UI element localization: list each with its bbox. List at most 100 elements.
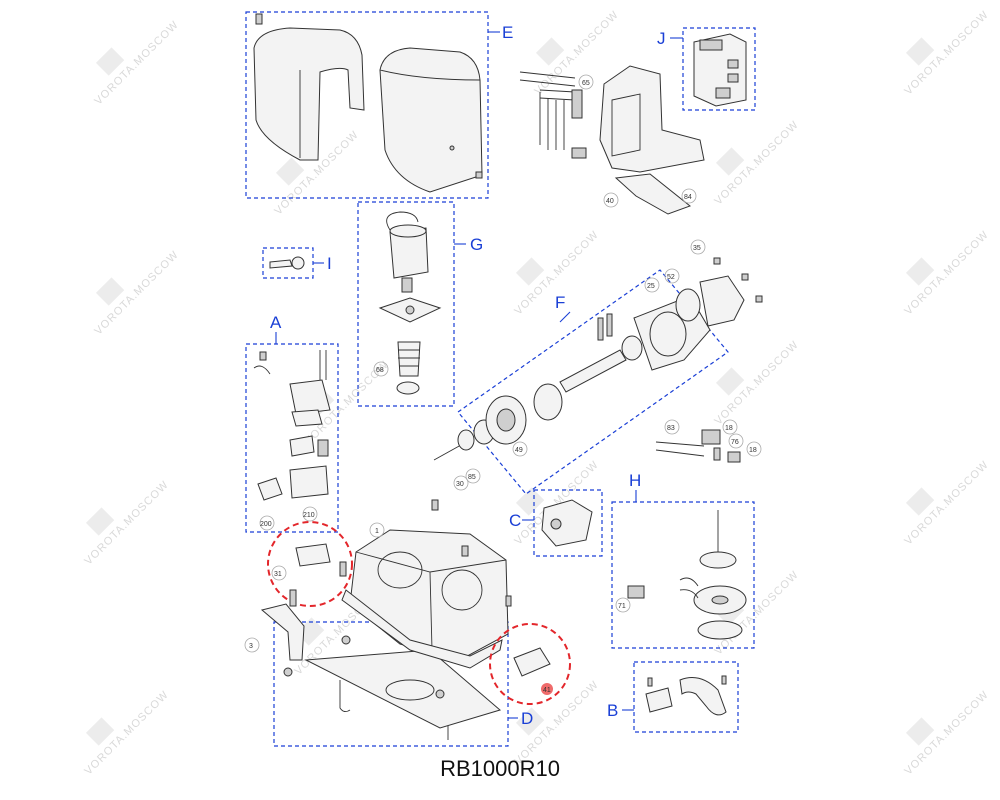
watermark-logo-icon: [905, 717, 935, 746]
end-cap-screw: [713, 257, 721, 265]
controller-chip: [715, 87, 731, 99]
cover-screw: [255, 13, 263, 25]
wire-harness: [519, 71, 576, 101]
group-c-box: [533, 489, 603, 557]
group-d-label: D: [521, 709, 533, 728]
part-number-25: 25: [647, 283, 655, 290]
group-i-key: I: [262, 247, 332, 279]
transformer-center: [711, 595, 729, 605]
cover-main-top-edge: [379, 69, 481, 81]
release-cover-screw: [289, 589, 297, 607]
nut: [283, 667, 293, 677]
group-j-box: [682, 27, 756, 111]
part-number-1: 1: [375, 528, 379, 535]
model-title: RB1000R10: [440, 756, 560, 781]
watermark-logo-icon: [905, 257, 935, 286]
group-g-label: G: [470, 235, 483, 254]
plate-cable-hole: [385, 679, 435, 701]
watermark-logo-icon: [535, 37, 565, 66]
part-number-68: 68: [376, 367, 384, 374]
end-cap: [699, 275, 745, 327]
release-pin: [317, 439, 329, 457]
group-j-label: J: [657, 29, 666, 48]
part-3-callout: [244, 637, 260, 653]
group-c-capacitor: C: [509, 489, 603, 557]
anchor-bolt: [339, 680, 351, 713]
clip-part: [571, 147, 587, 159]
controller-board: [693, 33, 747, 107]
pinion-and-end-cap: 52 35: [664, 239, 763, 327]
cover-main-screw: [475, 171, 483, 179]
part-number-52: 52: [667, 274, 675, 281]
part-number-83: 83: [667, 425, 675, 432]
part-83-callout: [664, 419, 680, 435]
part-number-3: 3: [249, 643, 253, 650]
encoder-unit: [541, 499, 593, 547]
terminal-cover-part: [513, 647, 551, 677]
watermark-logo-icon: [95, 47, 125, 76]
main-housing: 1: [341, 499, 512, 669]
part-number-40: 40: [606, 198, 614, 205]
release-lever: [289, 379, 331, 415]
wire-harness-drops: [539, 92, 565, 150]
release-block: [289, 435, 315, 457]
group-f-leader: [559, 311, 571, 323]
part-18-callout: [722, 419, 738, 435]
part-65-callout: [578, 74, 594, 90]
housing-screw: [461, 545, 469, 557]
bracket-screw: [721, 675, 727, 685]
part-number-35: 35: [693, 245, 701, 252]
motor-flange-hole: [405, 305, 415, 315]
part-40-callout: [603, 192, 619, 208]
housing-gear-bay: [441, 569, 483, 611]
group-g-motor: G 68: [357, 201, 483, 407]
bracket-housing: [599, 65, 705, 173]
screw: [259, 351, 267, 361]
group-c-label: C: [509, 511, 521, 530]
housing-motor-bay: [377, 551, 423, 589]
transformer-top-washer: [699, 551, 737, 569]
part-52-callout: [664, 268, 680, 284]
watermark-logo-icon: [275, 157, 305, 186]
group-i-label: I: [327, 254, 332, 273]
part-number-71: 71: [618, 603, 626, 610]
part-41-callout-marker: [541, 683, 553, 695]
part-71-callout: [615, 597, 631, 613]
part-85-callout: [465, 468, 481, 484]
highlight-circle: [489, 623, 571, 705]
nut: [341, 635, 351, 645]
watermark-logo-icon: [905, 37, 935, 66]
pinion-gear: [675, 288, 701, 322]
watermark-logo-icon: [905, 487, 935, 516]
group-j-controller: J: [657, 27, 756, 111]
group-g-box: [357, 201, 455, 407]
part-number-84: 84: [684, 194, 692, 201]
part-35-callout: [690, 239, 706, 255]
seal-ring: [457, 429, 475, 451]
part-30-callout: [453, 475, 469, 491]
microswitch: [701, 429, 721, 445]
part-number-65: 65: [582, 80, 590, 87]
part-200-callout: [259, 515, 275, 531]
highlight-circle: [267, 521, 353, 607]
limit-switch-parts: 83 18 76 18: [655, 419, 762, 463]
motor-top-cap: [389, 224, 427, 238]
highlight-part-41: 41: [489, 623, 571, 705]
main-gear-hub: [496, 408, 516, 432]
shaft-bearing: [621, 335, 643, 361]
group-b-label: B: [607, 701, 618, 720]
watermark-logo-icon: [515, 487, 545, 516]
watermark-logo-icon: [715, 367, 745, 396]
group-a-label: A: [270, 313, 282, 332]
switch-spacer: [713, 447, 721, 461]
transformer-bottom-washer: [697, 620, 743, 640]
end-cap-screw: [741, 273, 749, 281]
controller-relay: [727, 73, 739, 83]
bracket-recess: [611, 93, 641, 157]
part-number-200: 200: [260, 521, 272, 528]
part-number-31: 31: [274, 571, 282, 578]
cover-front-shell: [253, 27, 365, 161]
part-number-85: 85: [468, 474, 476, 481]
